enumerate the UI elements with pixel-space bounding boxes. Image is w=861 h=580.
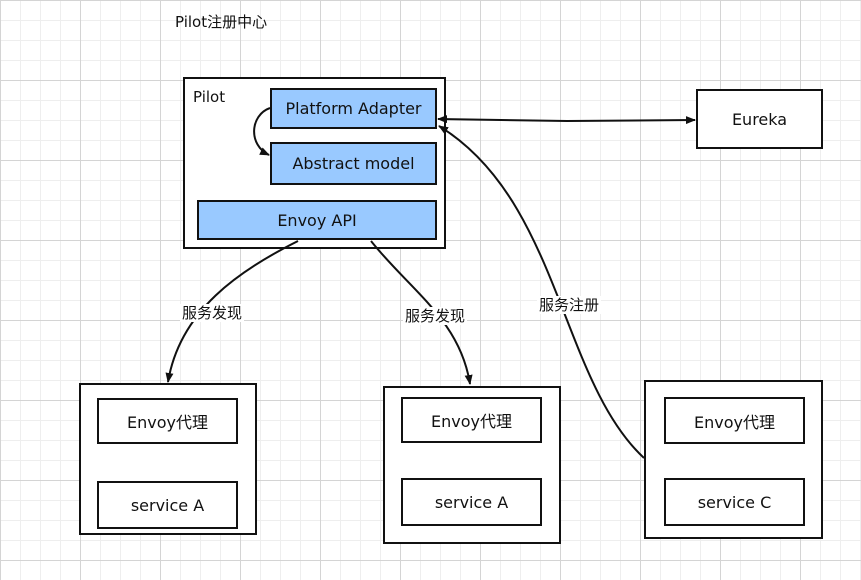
envoy-api-box[interactable]: Envoy API — [197, 200, 437, 240]
envoy-proxy-box-1[interactable]: Envoy代理 — [97, 398, 238, 444]
registration-label: 服务注册 — [537, 296, 602, 314]
envoy-proxy-box-3[interactable]: Envoy代理 — [664, 397, 805, 444]
abstract-model-box[interactable]: Abstract model — [270, 142, 437, 185]
platform-adapter-box[interactable]: Platform Adapter — [270, 88, 437, 129]
service-box-1[interactable]: service A — [97, 481, 238, 529]
discovery-left-label: 服务发现 — [180, 304, 245, 322]
adapter-eureka-arrow — [437, 115, 696, 125]
envoy-proxy-box-2[interactable]: Envoy代理 — [401, 397, 542, 443]
service-box-2[interactable]: service A — [401, 478, 542, 526]
service-box-3[interactable]: service C — [664, 478, 805, 526]
eureka-box[interactable]: Eureka — [696, 89, 823, 149]
discovery-middle-label: 服务发现 — [403, 307, 468, 325]
diagram-title: Pilot注册中心 — [175, 13, 268, 31]
pilot-label: Pilot — [193, 88, 226, 106]
